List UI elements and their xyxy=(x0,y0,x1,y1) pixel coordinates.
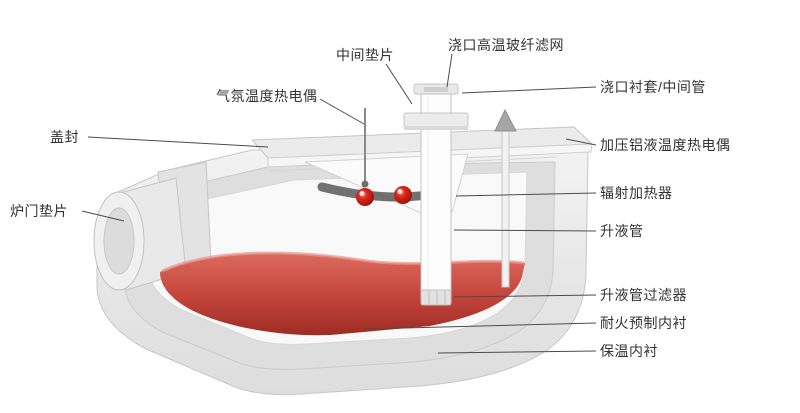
atmosphere-thermocouple-rod xyxy=(361,108,369,188)
label-refractory-precast-lining: 耐火预制内衬 xyxy=(600,315,687,331)
heater-ball-right-highlight xyxy=(397,189,403,194)
riser-tube-assembly xyxy=(403,83,469,306)
riser-tube-filter-shape xyxy=(420,289,452,306)
melt-surface-highlight xyxy=(161,251,525,273)
leader-cover-seal xyxy=(87,136,269,148)
label-middle-gasket: 中间垫片 xyxy=(336,47,394,63)
leader-sprue-filter-mesh xyxy=(446,53,453,88)
leader-insulation-lining xyxy=(437,350,597,354)
leader-atmosphere-thermocouple xyxy=(319,98,365,125)
leader-riser-tube-filter xyxy=(453,294,597,298)
atmosphere-probe-tip xyxy=(361,180,369,188)
label-furnace-door-gasket: 炉门垫片 xyxy=(10,203,68,219)
heater-ball-left-highlight xyxy=(359,191,365,196)
leader-door-gasket xyxy=(81,210,125,222)
label-riser-tube: 升液管 xyxy=(600,223,644,239)
sprue-filter-mesh-shape xyxy=(424,87,448,92)
leader-sprue-bushing xyxy=(461,86,597,94)
label-sprue-bushing-middle-tube: 浇口衬套/中间管 xyxy=(600,79,706,95)
label-cover-seal: 盖封 xyxy=(50,129,79,145)
label-sprue-filter-mesh: 浇口高温玻纤滤网 xyxy=(448,37,564,53)
label-atmosphere-thermocouple: 气氛温度热电偶 xyxy=(216,88,318,104)
label-insulation-lining: 保温内衬 xyxy=(600,343,658,359)
leader-middle-gasket xyxy=(385,63,413,105)
leader-melt-thermocouple xyxy=(565,138,597,146)
leader-radiant-heater xyxy=(455,192,597,197)
leader-riser-tube xyxy=(453,229,597,232)
heater-ball-left xyxy=(356,188,374,206)
leader-lines xyxy=(81,53,597,354)
melt-thermocouple-rod xyxy=(494,108,517,288)
door-end-inner xyxy=(103,207,135,275)
middle-gasket-flange xyxy=(403,112,469,129)
middle-gasket-shape xyxy=(404,126,468,130)
thermocouple-rod-shape xyxy=(501,130,510,288)
label-pressurized-melt-thermocouple: 加压铝液温度热电偶 xyxy=(600,137,731,153)
label-radiant-heater: 辐射加热器 xyxy=(600,185,673,201)
leader-refractory-lining xyxy=(364,322,597,330)
label-riser-tube-filter: 升液管过滤器 xyxy=(600,287,687,303)
thermocouple-cone xyxy=(494,108,517,132)
heater-ball-right xyxy=(394,186,412,204)
